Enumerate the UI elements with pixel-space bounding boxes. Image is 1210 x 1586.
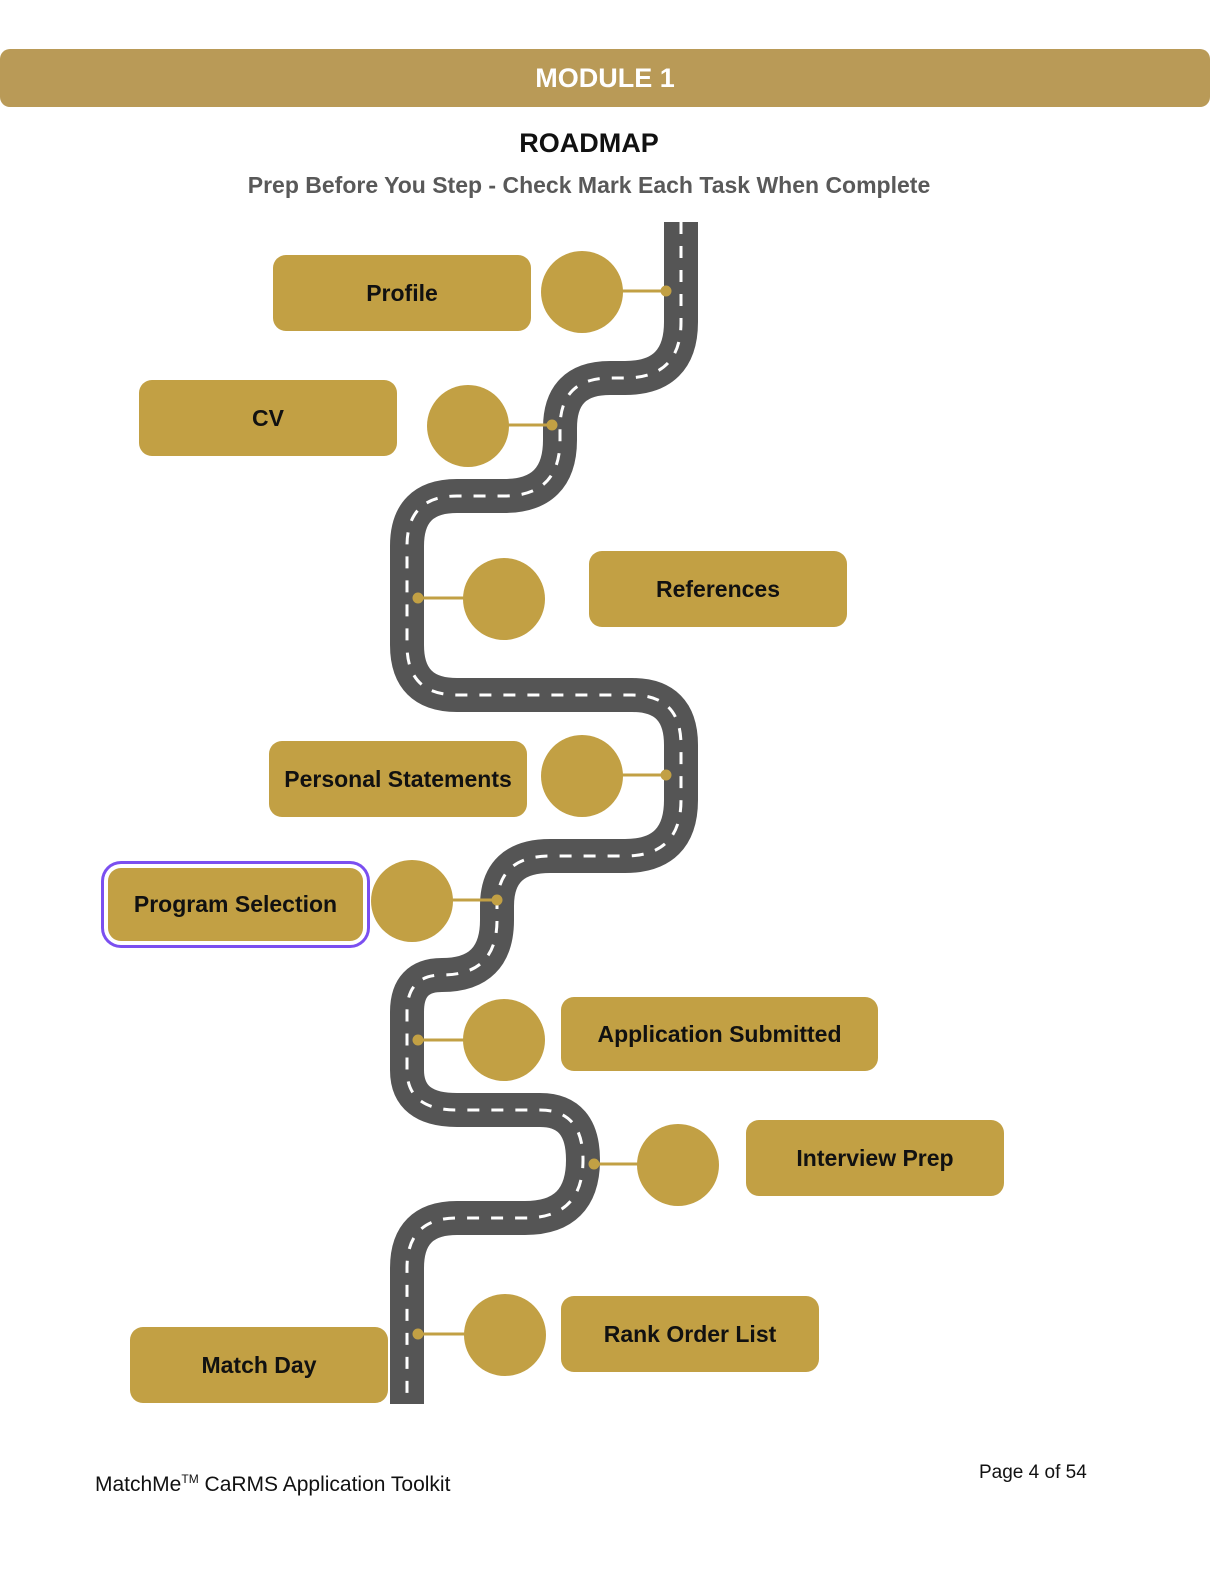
task-checkbox-rank-order-list[interactable]	[464, 1294, 546, 1376]
task-profile[interactable]: Profile	[273, 255, 531, 331]
task-application-submitted[interactable]: Application Submitted	[561, 997, 878, 1071]
task-checkbox-personal-statements[interactable]	[541, 735, 623, 817]
task-checkbox-program-selection[interactable]	[371, 860, 453, 942]
task-label: Profile	[366, 279, 438, 306]
task-match-day[interactable]: Match Day	[130, 1327, 388, 1403]
task-label: References	[655, 575, 781, 602]
page-title: ROADMAP	[519, 128, 659, 158]
task-interview-prep[interactable]: Interview Prep	[746, 1120, 1004, 1196]
task-program-selection[interactable]: Program Selection	[108, 868, 363, 941]
task-cv[interactable]: CV	[139, 380, 397, 456]
module-label: MODULE 1	[535, 62, 675, 93]
task-label: CV	[252, 404, 284, 431]
task-label: Interview Prep	[796, 1144, 954, 1171]
page-subtitle: Prep Before You Step - Check Mark Each T…	[247, 172, 931, 198]
task-checkbox-interview-prep[interactable]	[637, 1124, 719, 1206]
task-checkbox-cv[interactable]	[427, 385, 509, 467]
task-checkbox-profile[interactable]	[541, 251, 623, 333]
task-personal-statements[interactable]: Personal Statements	[269, 741, 527, 817]
task-label: Rank Order List	[603, 1320, 777, 1347]
task-checkbox-application-submitted[interactable]	[463, 999, 545, 1081]
connectors	[412, 285, 672, 1340]
page-number: Page 4 of 54	[979, 1462, 1087, 1483]
footer-brand: MatchMe	[95, 1473, 182, 1496]
footer-product: MatchMeTM CaRMS Application Toolkit	[95, 1472, 450, 1497]
module-banner: MODULE 1	[0, 49, 1210, 107]
task-label: Personal Statements	[284, 765, 512, 792]
task-rank-order-list[interactable]: Rank Order List	[561, 1296, 819, 1372]
footer-product-name: CaRMS Application Toolkit	[198, 1473, 451, 1496]
task-label: Program Selection	[133, 891, 338, 917]
road-centerline	[405, 222, 683, 1404]
task-references[interactable]: References	[589, 551, 847, 627]
task-label: Match Day	[201, 1351, 317, 1378]
task-checkbox-references[interactable]	[463, 558, 545, 640]
trademark-mark: TM	[181, 1472, 199, 1486]
task-label: Application Submitted	[597, 1020, 842, 1047]
